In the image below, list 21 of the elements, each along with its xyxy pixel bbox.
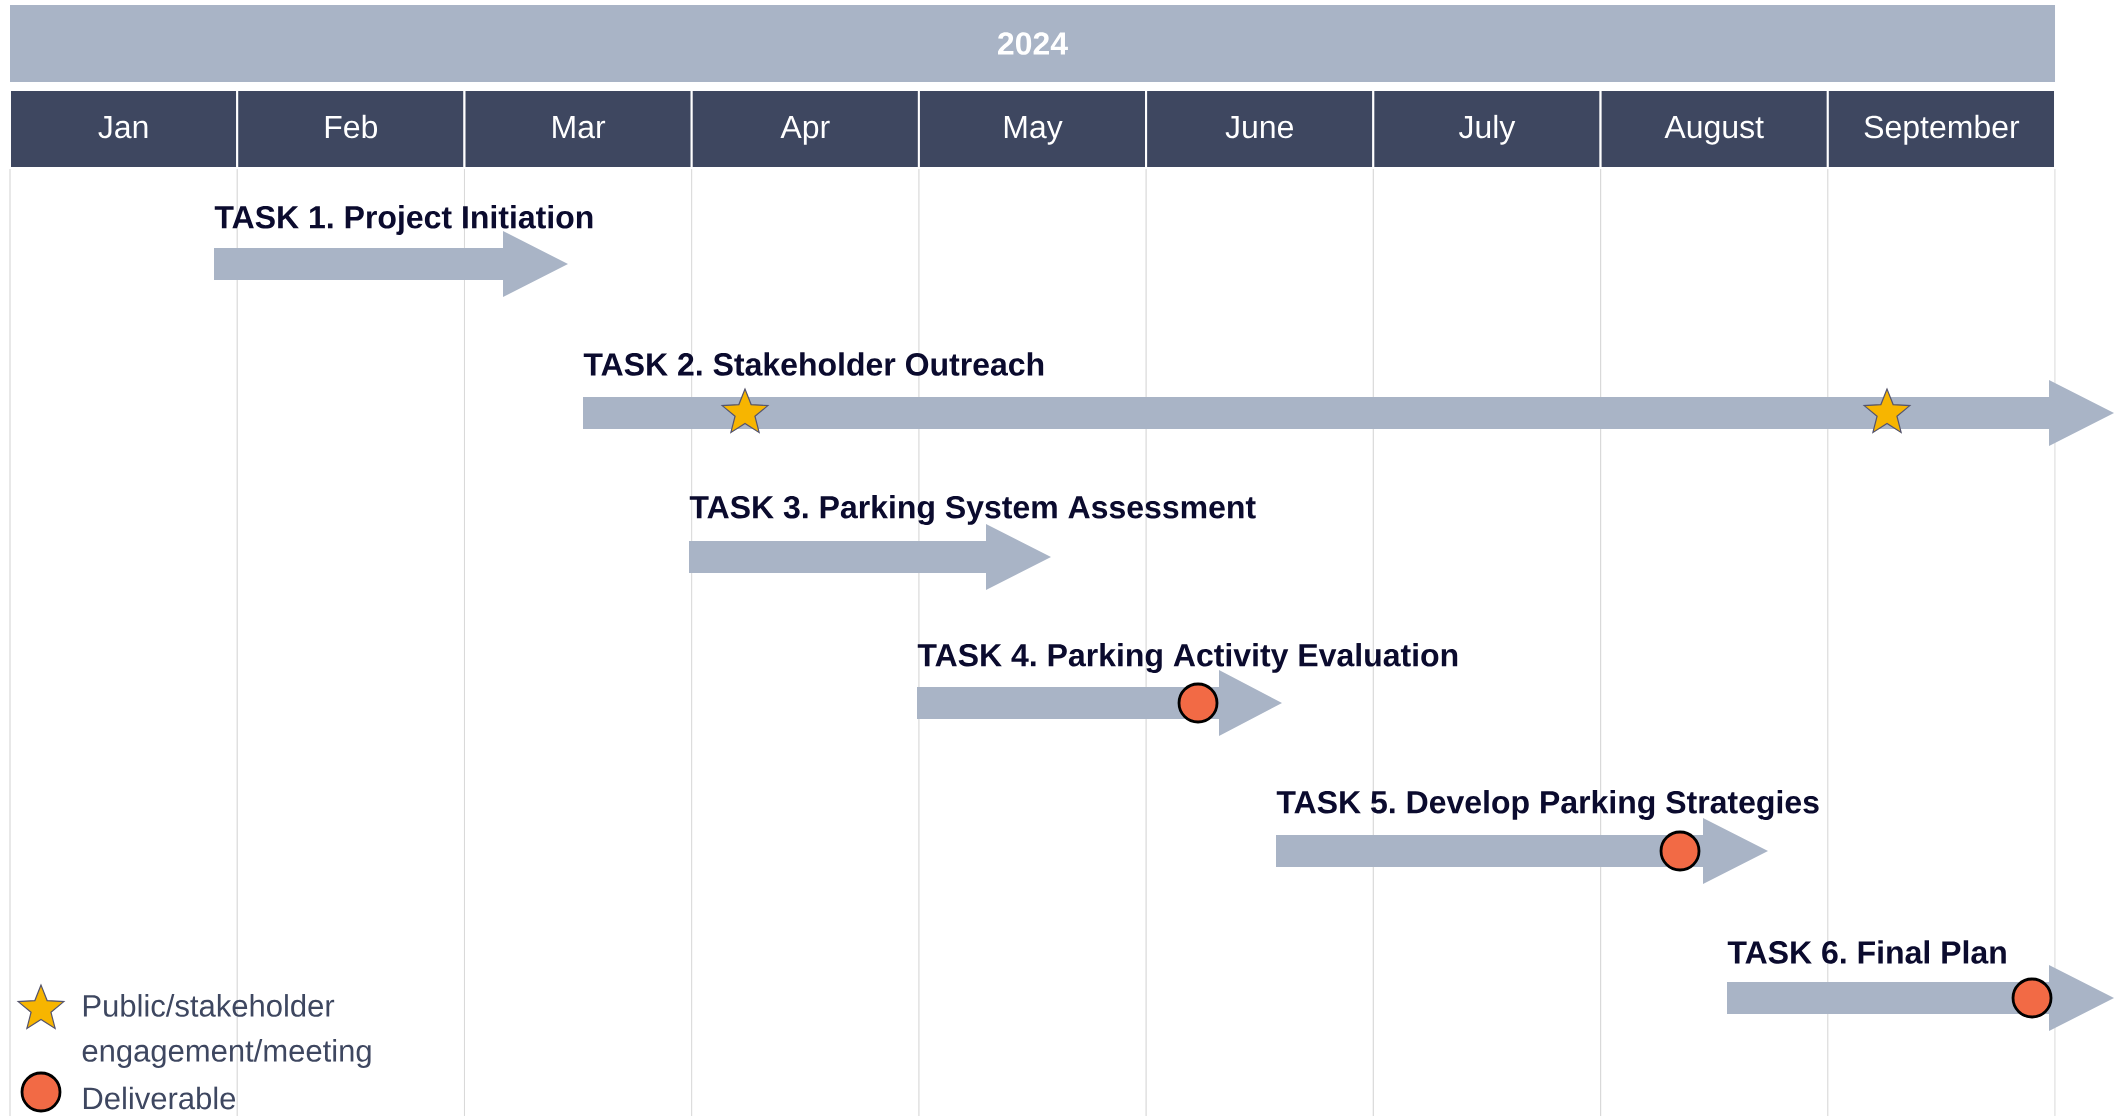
task-label: TASK 3. Parking System Assessment: [689, 495, 1256, 525]
month-header: August: [1599, 89, 1829, 169]
task-label: TASK 1. Project Initiation: [214, 205, 593, 235]
legend-text: Public/stakeholder engagement/meeting: [82, 994, 371, 1068]
month-header: Jan: [9, 89, 239, 169]
month-header: September: [1826, 89, 2056, 169]
task-label: TASK 6. Final Plan: [1727, 940, 2006, 964]
legend-text: Deliverable: [83, 1086, 236, 1110]
year-header: 2024: [10, 5, 2055, 82]
task-label: TASK 5. Develop Parking Strategies: [1276, 790, 1819, 820]
month-header: Mar: [463, 89, 693, 169]
month-header: July: [1372, 89, 1602, 169]
month-header: May: [917, 89, 1148, 169]
month-header: Feb: [236, 89, 466, 169]
task-label: TASK 2. Stakeholder Outreach: [583, 352, 1044, 376]
deliverable-marker: [1177, 682, 1219, 724]
deliverable-marker: [2011, 977, 2053, 1019]
deliverable-marker: [1659, 830, 1701, 872]
month-header: Apr: [690, 89, 920, 169]
task-label: TASK 4. Parking Activity Evaluation: [917, 643, 1458, 673]
month-header: June: [1145, 89, 1375, 169]
